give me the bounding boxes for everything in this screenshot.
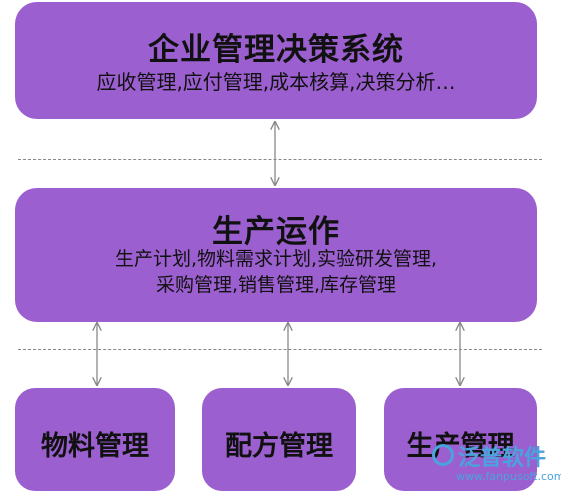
- production-operation-desc-line1: 生产计划,物料需求计划,实验研发管理,: [114, 248, 438, 270]
- decision-system-title: 企业管理决策系统: [148, 32, 404, 68]
- watermark-brand: 泛普软件: [458, 446, 547, 471]
- material-management-box: 物料管理: [15, 388, 175, 491]
- divider-dashed-upper: [18, 159, 542, 160]
- production-operation-box: 生产运作 生产计划,物料需求计划,实验研发管理, 采购管理,销售管理,库存管理: [15, 188, 537, 322]
- production-management-box: 生产管理: [384, 388, 537, 491]
- decision-system-box: 企业管理决策系统 应收管理,应付管理,成本核算,决策分析…: [15, 2, 537, 119]
- watermark: 泛普软件 www.fanpusoft.com: [430, 440, 561, 490]
- production-operation-title: 生产运作: [212, 214, 340, 250]
- watermark-url: www.fanpusoft.com: [456, 470, 561, 483]
- production-operation-desc-line2: 采购管理,销售管理,库存管理: [155, 274, 397, 296]
- formula-management-title: 配方管理: [225, 431, 333, 462]
- fanpu-logo-icon: [432, 444, 454, 466]
- formula-management-box: 配方管理: [202, 388, 356, 491]
- production-operation-desc: 生产计划,物料需求计划,实验研发管理, 采购管理,销售管理,库存管理: [15, 246, 537, 298]
- decision-system-desc: 应收管理,应付管理,成本核算,决策分析…: [96, 70, 456, 94]
- divider-dashed-lower: [18, 349, 542, 350]
- production-management-title: 生产管理: [406, 431, 515, 462]
- material-management-title: 物料管理: [41, 431, 149, 462]
